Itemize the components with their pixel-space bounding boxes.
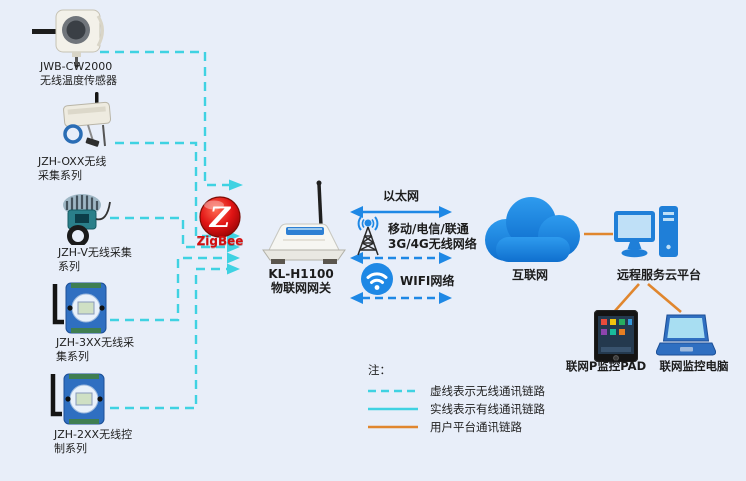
device-label-line1: JZH-OXX无线 <box>38 155 107 168</box>
solid-line-sample-icon <box>368 407 418 411</box>
legend: 注： 虚线表示无线通讯链路 实线表示有线通讯链路 用户平台通讯链路 <box>368 362 545 436</box>
wifi-arrow <box>350 292 452 304</box>
legend-title: 注： <box>368 363 391 377</box>
pc-label: 联网监控电脑 <box>659 359 729 373</box>
device-label-collector-oxx: JZH-OXX无线 采集系列 <box>38 155 106 183</box>
device-label-line1: JZH-V无线采集 <box>58 246 132 259</box>
zigbee-initial: Z <box>209 201 232 234</box>
zigbee-logo-icon: Z <box>199 196 241 238</box>
gateway-name: 物联网网关 <box>270 281 331 295</box>
collector-3xx-icon <box>52 282 107 334</box>
legend-label: 用户平台通讯链路 <box>430 420 522 434</box>
server-label: 远程服务云平台 <box>616 268 701 282</box>
cellular-label-line2: 3G/4G无线网络 <box>388 237 477 251</box>
wifi-icon <box>361 263 393 295</box>
device-label-controller-2xx: JZH-2XX无线控 制系列 <box>54 428 132 456</box>
pad-icon <box>594 310 638 362</box>
device-label-collector-v: JZH-V无线采集 系列 <box>58 246 132 274</box>
cellular-arrow <box>350 252 452 264</box>
legend-item-wired: 实线表示有线通讯链路 <box>368 400 545 418</box>
pad-label: 联网P监控PAD <box>565 359 647 373</box>
wireless-arrowheads <box>227 179 243 275</box>
device-label-line1: JWB-CW2000 <box>40 60 113 73</box>
cellular-label: 移动/电信/联通 3G/4G无线网络 <box>388 222 477 252</box>
ethernet-label: 以太网 <box>382 189 419 203</box>
wifi-label: WIFI网络 <box>400 274 455 288</box>
cloud-icon <box>485 197 580 262</box>
cell-tower-icon <box>357 216 379 256</box>
dashed-line-sample-icon <box>368 389 418 393</box>
device-label-collector-3xx: JZH-3XX无线采 集系列 <box>56 336 134 364</box>
controller-2xx-icon <box>50 373 105 425</box>
legend-item-wireless: 虚线表示无线通讯链路 <box>368 382 545 400</box>
cloud-label: 互联网 <box>511 268 548 282</box>
orange-line-sample-icon <box>368 425 418 429</box>
temp-sensor-icon <box>32 9 104 68</box>
legend-label: 实线表示有线通讯链路 <box>430 402 545 416</box>
device-label-line2: 制系列 <box>54 442 87 455</box>
cellular-label-line1: 移动/电信/联通 <box>388 222 469 236</box>
collector-v-icon <box>63 194 111 245</box>
ethernet-arrow <box>350 206 452 218</box>
legend-label: 虚线表示无线通讯链路 <box>430 384 545 398</box>
legend-item-user-platform: 用户平台通讯链路 <box>368 418 545 436</box>
device-label-line1: JZH-2XX无线控 <box>54 428 133 441</box>
device-label-line2: 系列 <box>58 260 80 273</box>
gateway-model: KL-H1100 <box>268 267 334 281</box>
laptop-icon <box>656 314 716 356</box>
gateway-icon <box>262 180 346 264</box>
device-label-line1: JZH-3XX无线采 <box>56 336 135 349</box>
wireless-dashed-links <box>100 50 229 410</box>
server-platform-icon <box>614 206 678 258</box>
device-label-temp-sensor: JWB-CW2000 无线温度传感器 <box>40 60 117 88</box>
zigbee-label: ZigBee <box>196 234 244 248</box>
device-label-line2: 无线温度传感器 <box>40 74 117 87</box>
device-label-line2: 采集系列 <box>38 169 82 182</box>
gateway-caption: KL-H1100 物联网网关 <box>254 267 348 295</box>
collector-oxx-icon <box>63 92 112 147</box>
user-platform-links <box>584 232 682 313</box>
device-label-line2: 集系列 <box>56 350 89 363</box>
